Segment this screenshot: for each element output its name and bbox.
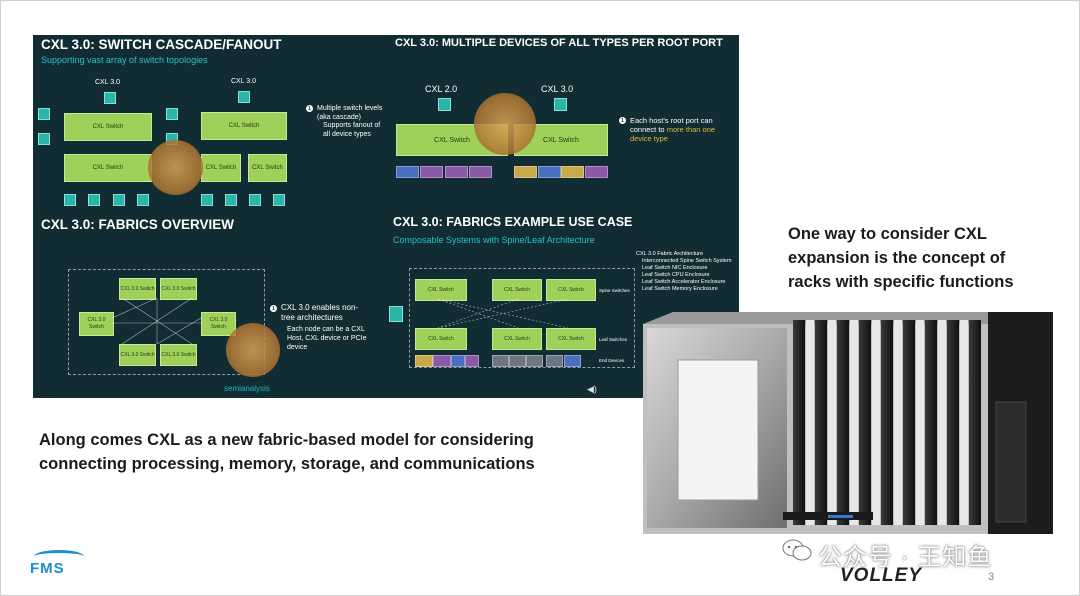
device-tile <box>396 166 419 178</box>
device-block <box>38 108 50 120</box>
device-tile <box>420 166 443 178</box>
semianalysis-logo <box>148 140 203 195</box>
q3-node: CXL 3.0 Switch <box>160 278 197 300</box>
q4-note: Leaf Switch NIC Enclosure <box>642 265 708 271</box>
spine-leaf-boundary <box>409 268 635 368</box>
device-block <box>137 194 149 206</box>
fms-logo: FMS <box>30 560 65 577</box>
q2-bullet-text-b: more than one device type <box>630 125 716 143</box>
device-tile <box>514 166 537 178</box>
q4-title: CXL 3.0: FABRICS EXAMPLE USE CASE <box>393 215 633 229</box>
volley-logo: VOLLEY <box>840 565 923 586</box>
q2-bullet-text-a: Each host's root port can connect to <box>630 116 713 134</box>
q4-note: Leaf Switch Accelerator Enclosure <box>642 279 726 285</box>
q3-node: CXL 3.0 Switch <box>119 344 156 366</box>
caption-left: Along comes CXL as a new fabric-based mo… <box>39 431 535 473</box>
device-tile <box>451 355 465 367</box>
q3-node: CXL 3.0 Switch <box>79 312 114 336</box>
q3-node: CXL 3.0 Switch <box>201 312 236 336</box>
q3-bullet-text: CXL 3.0 enables non-tree architectures <box>281 303 359 322</box>
fabric-boundary <box>68 269 265 375</box>
q4-leaf-switch: CXL Switch <box>492 328 542 350</box>
q1-bullet-sub: Supports fanout of all device types <box>323 122 381 138</box>
q2-title: CXL 3.0: MULTIPLE DEVICES OF ALL TYPES P… <box>395 37 723 49</box>
q4-spine-switch: CXL Switch <box>415 279 467 301</box>
q4-spine-switch: CXL Switch <box>492 279 542 301</box>
tier-label-spine: Spine Switches <box>599 288 630 293</box>
q4-note: Leaf Switch CPU Enclosure <box>642 272 710 278</box>
q2-host-label-1: CXL 2.0 <box>425 84 458 94</box>
device-tile <box>564 355 581 367</box>
q1-host-label-2: CXL 3.0 <box>231 78 257 85</box>
q4-note: Leaf Switch Memory Enclosure <box>642 286 718 292</box>
q1-switch: CXL Switch <box>201 112 287 140</box>
q3-node: CXL 3.0 Switch <box>160 344 197 366</box>
device-tile <box>509 355 526 367</box>
q3-node: CXL 3.0 Switch <box>119 278 156 300</box>
q2-host-block <box>438 98 451 111</box>
caption-right: One way to consider CXL expansion is the… <box>788 225 1014 291</box>
device-tile <box>585 166 608 178</box>
q2-bullet: 1 <box>619 117 626 124</box>
rack-enclosure-image <box>643 312 1053 534</box>
speaker-icon: ◀) <box>587 384 597 394</box>
q2-host-block <box>554 98 567 111</box>
device-block <box>273 194 285 206</box>
q2-host-label-2: CXL 3.0 <box>541 84 574 94</box>
device-tile <box>433 355 451 367</box>
q1-host-block <box>104 92 116 104</box>
device-tile <box>561 166 584 178</box>
q4-notes: CXL 3.0 Fabric Architecture Interconnect… <box>636 251 736 293</box>
q1-title: CXL 3.0: SWITCH CASCADE/FANOUT <box>41 37 282 52</box>
q1-switch: CXL Switch <box>201 154 241 182</box>
q1-switch: CXL Switch <box>64 113 152 141</box>
device-block <box>166 108 178 120</box>
tier-label-leaf: Leaf Switches <box>599 337 628 342</box>
q4-leaf-switch: CXL Switch <box>415 328 467 350</box>
device-tile <box>492 355 509 367</box>
device-tile <box>538 166 561 178</box>
semianalysis-watermark: semianalysis <box>224 384 270 393</box>
q1-host-label-1: CXL 3.0 <box>95 79 121 86</box>
q1-switch: CXL Switch <box>248 154 287 182</box>
q1-bullet-text: Multiple switch levels (aka cascade) <box>317 105 383 121</box>
q1-bullet: 1 <box>306 105 313 112</box>
q1-host-block <box>238 91 250 103</box>
device-tile <box>445 166 468 178</box>
page-number: 3 <box>988 571 995 583</box>
device-block <box>225 194 237 206</box>
device-block <box>113 194 125 206</box>
device-tile <box>469 166 492 178</box>
wechat-icon <box>782 539 812 561</box>
device-tile <box>415 355 433 367</box>
q1-switch: CXL Switch <box>64 154 152 182</box>
q4-subtitle: Composable Systems with Spine/Leaf Archi… <box>393 235 595 245</box>
device-block <box>88 194 100 206</box>
tier-label-end: End Devices <box>599 358 625 363</box>
mesh-connections <box>112 298 201 344</box>
q1-subtitle: Supporting vast array of switch topologi… <box>41 55 208 65</box>
semianalysis-logo <box>474 93 536 155</box>
device-block <box>201 194 213 206</box>
device-tile <box>465 355 479 367</box>
device-block <box>249 194 261 206</box>
q4-note: Interconnected Spine Switch System <box>642 258 732 264</box>
device-tile <box>526 355 543 367</box>
spine-leaf-connections <box>437 299 569 328</box>
host-block <box>389 306 403 322</box>
q3-bullet-sub: Each node can be a CXL Host, CXL device … <box>287 326 367 351</box>
q4-notes-title: CXL 3.0 Fabric Architecture <box>636 251 704 257</box>
wechat-watermark-text: 公众号 · 王知鱼 <box>818 544 993 571</box>
device-tile <box>546 355 563 367</box>
fms-logo-arc <box>34 550 84 563</box>
q4-leaf-switch: CXL Switch <box>546 328 596 350</box>
q4-spine-switch: CXL Switch <box>546 279 596 301</box>
q3-title: CXL 3.0: FABRICS OVERVIEW <box>41 217 235 232</box>
q2-bullet-text: Each host's root port can connect to mor… <box>630 116 730 143</box>
device-block <box>38 133 50 145</box>
device-block <box>64 194 76 206</box>
semianalysis-logo <box>226 323 280 377</box>
cxl-figure: CXL 3.0: SWITCH CASCADE/FANOUT Supportin… <box>33 35 739 398</box>
q3-bullet: 1 <box>270 305 277 312</box>
